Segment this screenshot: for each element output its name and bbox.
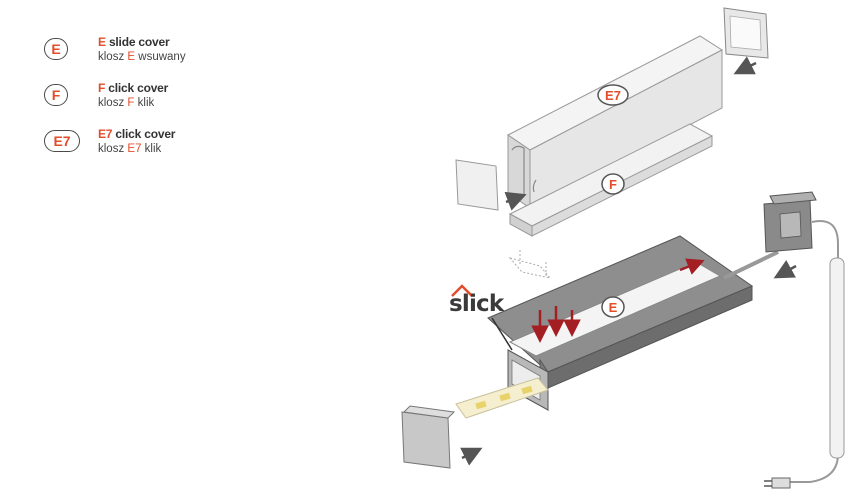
end-cap-with-cable [763,191,817,253]
end-cap-mid-left [455,159,499,211]
label-e7: E7 [605,88,621,103]
power-plug [764,477,791,489]
led-chip [499,392,511,402]
legend-sub-post: wsuwany [135,51,186,63]
end-cap-bottom [401,405,456,469]
red-arrow-slide [679,258,705,275]
legend-sub-code: E7 [127,143,142,155]
label-e: E [609,300,618,315]
legend-title-rest: slide cover [105,35,170,49]
slick-pointer [491,317,513,351]
label-f: F [609,177,617,192]
legend-text-e7: E7 click cover klosz E7 klik [98,127,175,157]
legend-title-code: E7 [98,127,113,141]
legend-title-rest: click cover [112,127,176,141]
arrow-mid-cap [504,191,527,211]
slick-logo-roof [451,284,473,297]
legend-sub-post: klik [141,143,162,155]
label-e-badge [601,296,625,318]
legend-title-rest: click cover [105,81,169,95]
badge-e7: E7 [44,130,80,152]
arrow-bottom-cap [460,447,483,466]
legend-sub-pre: klosz [98,51,128,63]
slick-brand: slick [449,291,504,317]
legend-sub-pre: klosz [98,97,128,109]
legend-title-code: E [98,35,106,49]
led-chip [475,400,487,410]
label-e7-badge [597,84,629,106]
mounting-clip [508,250,552,279]
cable-tube [829,257,845,459]
arrow-top-cap [733,56,757,75]
legend-title-code: F [98,81,106,95]
badge-f: F [44,84,68,106]
legend-text-f: F click cover klosz F klik [98,81,168,111]
legend-item-e7: E7 E7 click cover klosz E7 klik [44,126,264,166]
arrow-cable-cap [773,259,797,279]
legend-item-e: E E slide cover klosz E wsuwany [44,34,264,74]
legend-text-e: E slide cover klosz E wsuwany [98,35,186,65]
led-chip [521,385,533,395]
legend-sub-code: F [127,97,135,109]
legend-item-f: F F click cover klosz F klik [44,80,264,120]
label-f-badge [601,173,625,195]
badge-e: E [44,38,68,60]
power-cable-entry [723,250,779,280]
legend-sub-code: E [127,51,136,63]
end-cap-top [723,7,769,59]
legend-sub-pre: klosz [98,143,128,155]
legend-sub-post: klik [134,97,155,109]
